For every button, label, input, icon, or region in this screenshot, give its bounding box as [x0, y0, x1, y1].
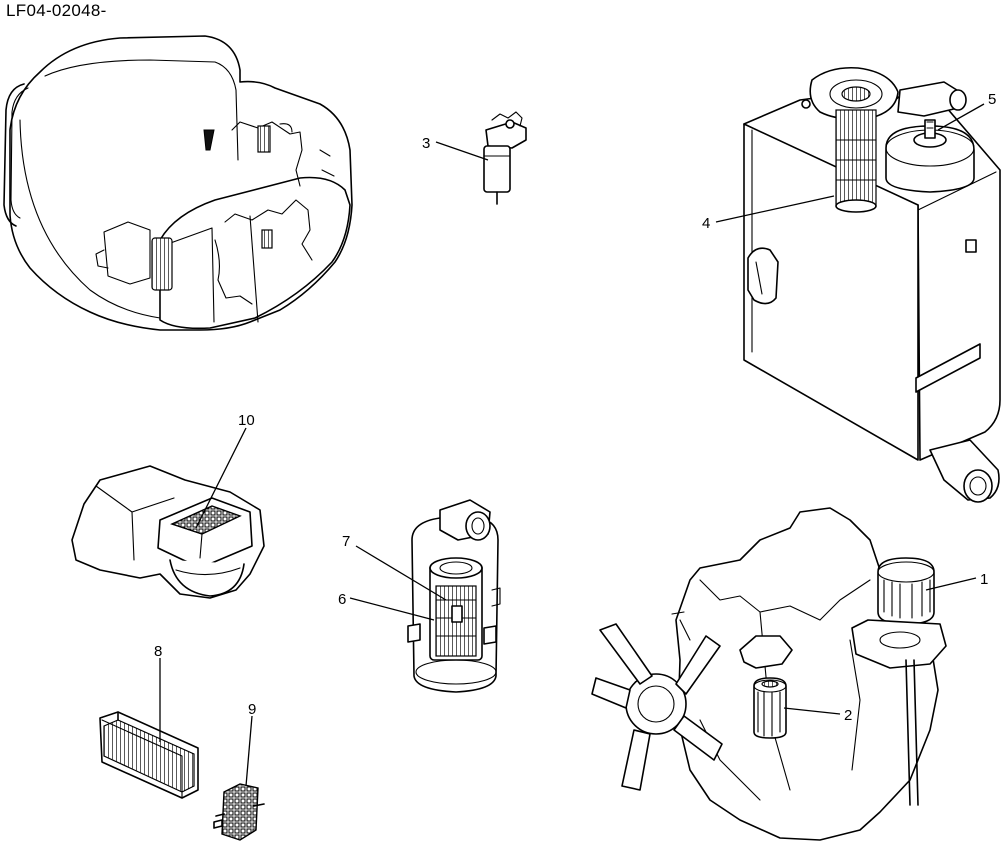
callout-4: 4	[702, 215, 710, 232]
callout-9: 9	[248, 701, 256, 718]
callout-1: 1	[980, 571, 988, 588]
callout-5: 5	[988, 91, 996, 108]
hydraulic-tank-illustration	[743, 66, 1001, 503]
air-filter-part-6-7	[407, 499, 501, 693]
panel-filter-part-8	[99, 711, 199, 799]
callout-6: 6	[338, 591, 346, 608]
callout-10: 10	[238, 412, 255, 429]
engine-fan	[591, 623, 723, 791]
callout-7: 7	[342, 533, 350, 550]
callout-labels: 1 2 3 4 5 6 7 8 9 10	[154, 91, 996, 724]
fuel-filter-part-3	[483, 111, 527, 205]
callout-3: 3	[422, 135, 430, 152]
air-cleaner-part-10	[71, 465, 265, 599]
machine-cover-illustration	[3, 35, 353, 331]
drawing-code: LF04-02048-	[6, 1, 107, 20]
grid-filter-part-9	[213, 783, 265, 841]
engine-illustration	[591, 507, 947, 841]
callout-8: 8	[154, 643, 162, 660]
callout-2: 2	[844, 707, 852, 724]
leader-lines	[159, 103, 985, 787]
